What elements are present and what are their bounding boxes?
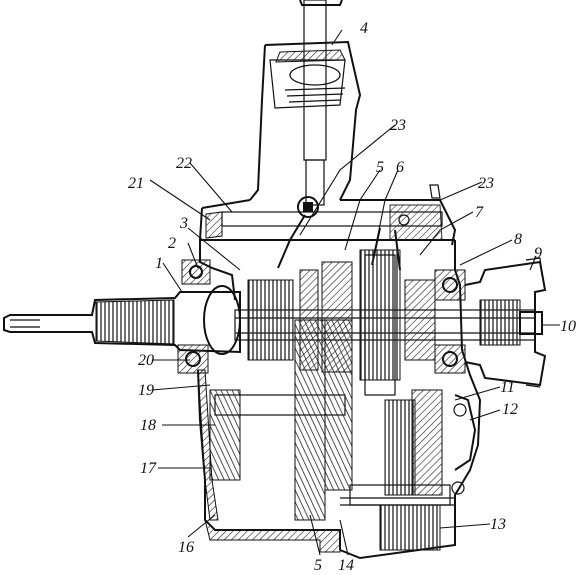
label-6: 6 — [396, 159, 404, 176]
label-23-right: 23 — [478, 175, 494, 192]
label-12: 12 — [502, 401, 518, 418]
label-7: 7 — [475, 204, 484, 221]
label-22: 22 — [176, 155, 192, 172]
label-19: 19 — [138, 382, 154, 399]
front-bearing — [177, 259, 211, 374]
input-shaft — [3, 285, 241, 355]
label-4: 4 — [360, 20, 368, 37]
label-10: 10 — [560, 318, 576, 335]
countershaft-gears — [209, 319, 451, 551]
label-5-top: 5 — [376, 159, 384, 176]
label-16: 16 — [178, 539, 194, 556]
label-2: 2 — [168, 235, 176, 252]
label-1: 1 — [155, 255, 163, 272]
label-23-top: 23 — [390, 117, 406, 134]
label-17: 17 — [140, 460, 157, 477]
label-14: 14 — [338, 557, 354, 574]
label-9: 9 — [534, 245, 542, 262]
output-flange — [434, 257, 547, 388]
label-5-bottom: 5 — [314, 557, 322, 574]
label-21: 21 — [128, 175, 144, 192]
label-20: 20 — [138, 352, 154, 369]
label-18: 18 — [140, 417, 156, 434]
leader-lines — [149, 29, 560, 556]
shift-cover — [198, 184, 457, 271]
label-3: 3 — [179, 215, 188, 232]
reverse-idler — [451, 394, 477, 495]
label-8: 8 — [514, 231, 522, 248]
shift-lever-tower — [249, 0, 362, 206]
label-11: 11 — [500, 379, 515, 396]
callout-labels: 4 23 22 21 5 6 23 7 8 9 10 3 2 1 20 19 1… — [128, 20, 576, 574]
label-13: 13 — [490, 516, 506, 533]
